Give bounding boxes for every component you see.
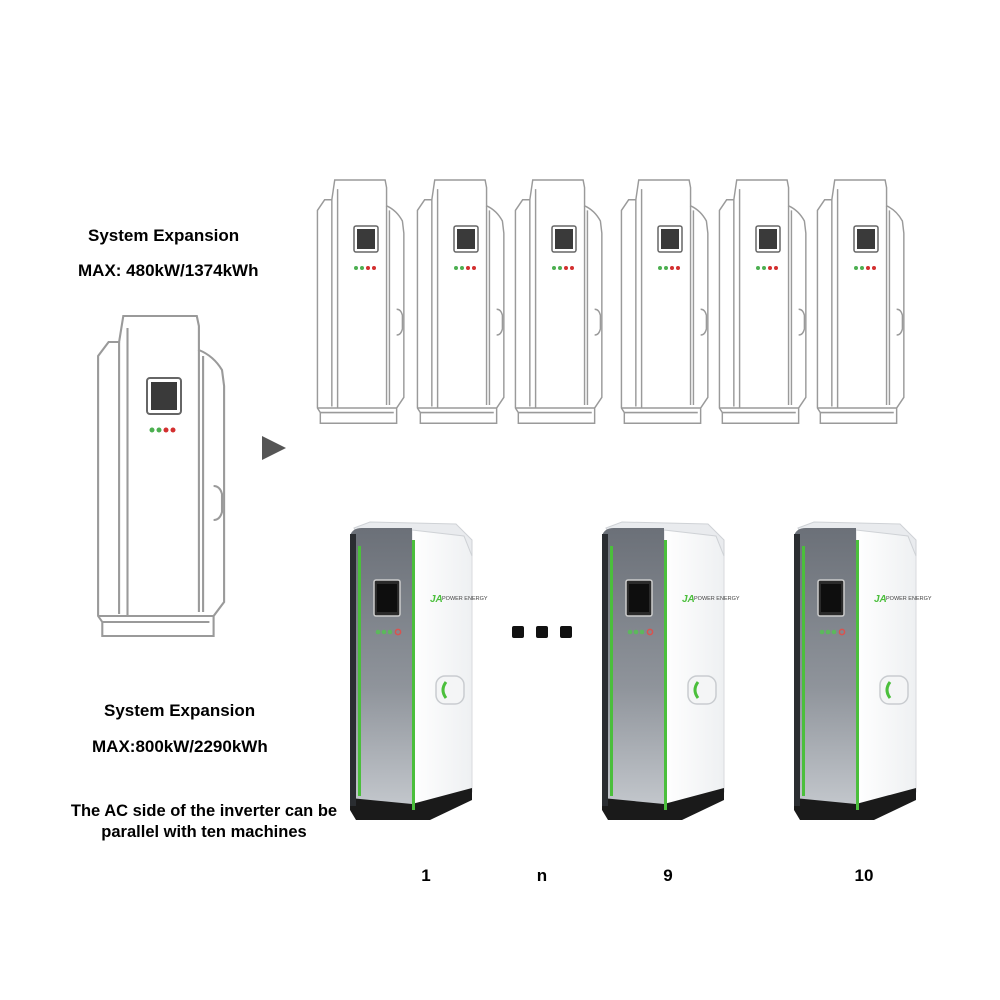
led-green bbox=[381, 629, 387, 635]
green-accent-strip bbox=[610, 546, 613, 796]
large-cabinet-drawing bbox=[97, 314, 226, 638]
green-accent-strip bbox=[358, 546, 361, 796]
led-red bbox=[872, 266, 876, 270]
led-red bbox=[670, 266, 674, 270]
led-red bbox=[394, 628, 402, 636]
led-green bbox=[156, 427, 162, 433]
led-red bbox=[570, 266, 574, 270]
small-cabinet-drawing bbox=[416, 179, 505, 424]
expansion-max-bottom: MAX:800kW/2290kWh bbox=[92, 737, 268, 756]
ellipsis-dot bbox=[560, 626, 572, 638]
led-red bbox=[768, 266, 772, 270]
cabinet-screen-inner bbox=[457, 229, 475, 249]
brand-name: POWER ENERGY bbox=[694, 596, 740, 602]
ellipsis-dot bbox=[512, 626, 524, 638]
led-green bbox=[149, 427, 155, 433]
led-green bbox=[762, 266, 766, 270]
cabinet-handle bbox=[435, 675, 465, 705]
ellipsis-dot bbox=[536, 626, 548, 638]
brand-logo: JA bbox=[874, 594, 887, 605]
cabinet-screen-inner bbox=[555, 229, 573, 249]
led-green bbox=[558, 266, 562, 270]
small-cabinet-drawing bbox=[620, 179, 709, 424]
led-green bbox=[454, 266, 458, 270]
unit-number-9: 9 bbox=[663, 866, 673, 885]
led-green bbox=[854, 266, 858, 270]
brand-logo: JA bbox=[430, 594, 443, 605]
led-red bbox=[466, 266, 470, 270]
small-cabinet-drawing bbox=[316, 179, 405, 424]
led-green bbox=[831, 629, 837, 635]
led-green bbox=[825, 629, 831, 635]
small-cabinet-drawing bbox=[514, 179, 603, 424]
led-red bbox=[774, 266, 778, 270]
brand-name: POWER ENERGY bbox=[442, 596, 488, 602]
led-green bbox=[860, 266, 864, 270]
led-green bbox=[664, 266, 668, 270]
led-red bbox=[163, 427, 169, 433]
led-red bbox=[676, 266, 680, 270]
small-cabinet-drawing bbox=[816, 179, 905, 424]
led-red bbox=[838, 628, 846, 636]
cabinet-screen-inner bbox=[661, 229, 679, 249]
led-green bbox=[627, 629, 633, 635]
led-green bbox=[387, 629, 393, 635]
expansion-max-top: MAX: 480kW/1374kWh bbox=[78, 261, 259, 280]
unit-number-10: 10 bbox=[854, 866, 874, 885]
cabinet-handle bbox=[879, 675, 909, 705]
led-red bbox=[866, 266, 870, 270]
arrow-right-icon bbox=[262, 436, 286, 460]
unit-number-1: 1 bbox=[421, 866, 431, 885]
cabinet-screen-inner bbox=[357, 229, 375, 249]
led-red bbox=[170, 427, 176, 433]
led-red bbox=[366, 266, 370, 270]
led-red bbox=[646, 628, 654, 636]
green-accent-strip bbox=[412, 540, 415, 810]
unit-number-n: n bbox=[536, 866, 548, 885]
led-green bbox=[756, 266, 760, 270]
led-green bbox=[658, 266, 662, 270]
expansion-title-top: System Expansion bbox=[88, 226, 240, 245]
green-accent-strip bbox=[664, 540, 667, 810]
small-cabinet-drawing bbox=[718, 179, 807, 424]
green-accent-strip bbox=[802, 546, 805, 796]
led-green bbox=[375, 629, 381, 635]
brand-logo: JA bbox=[682, 594, 695, 605]
green-accent-strip bbox=[856, 540, 859, 810]
led-green bbox=[460, 266, 464, 270]
expansion-title-bottom: System Expansion bbox=[104, 701, 256, 720]
led-green bbox=[633, 629, 639, 635]
led-green bbox=[552, 266, 556, 270]
led-green bbox=[360, 266, 364, 270]
cabinet-screen-inner bbox=[857, 229, 875, 249]
brand-name: POWER ENERGY bbox=[886, 596, 932, 602]
led-red bbox=[372, 266, 376, 270]
led-red bbox=[472, 266, 476, 270]
cabinet-screen-inner bbox=[759, 229, 777, 249]
led-green bbox=[819, 629, 825, 635]
led-green bbox=[354, 266, 358, 270]
cabinet-handle bbox=[687, 675, 717, 705]
led-red bbox=[564, 266, 568, 270]
cabinet-screen-inner bbox=[151, 382, 177, 410]
parallel-note: The AC side of the inverter can be paral… bbox=[70, 802, 338, 842]
led-green bbox=[639, 629, 645, 635]
